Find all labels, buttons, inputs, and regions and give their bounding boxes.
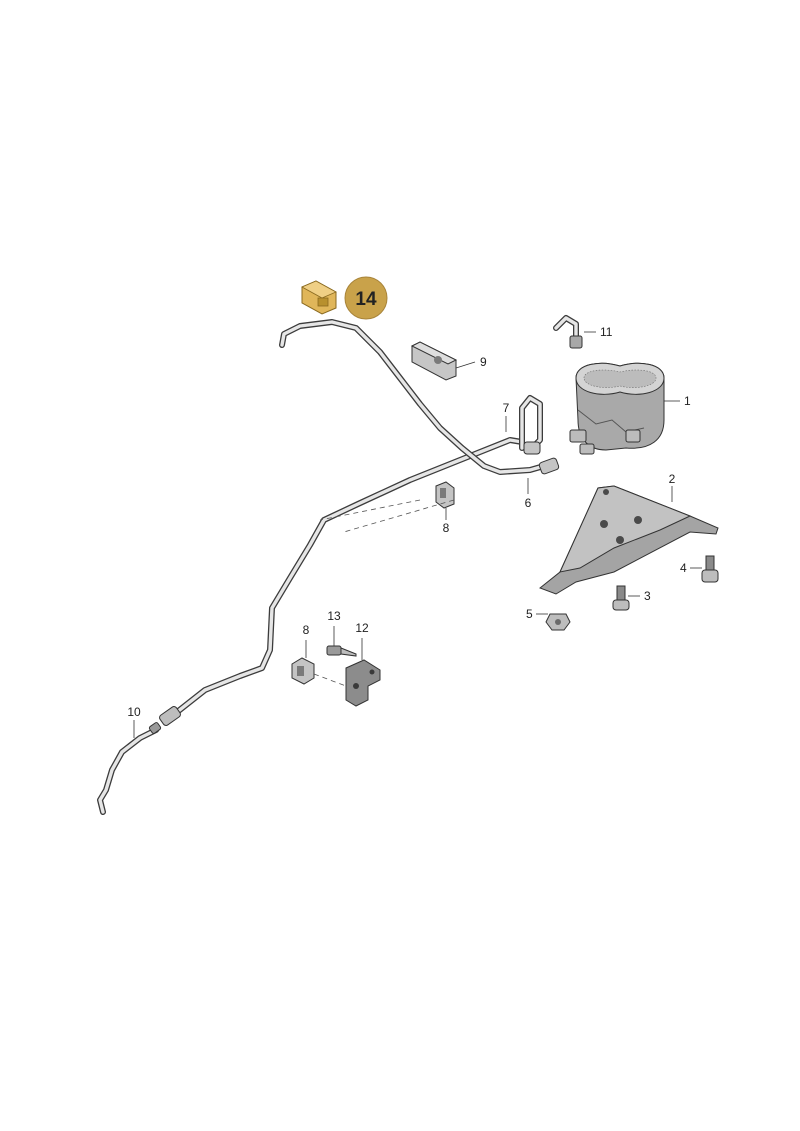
bolt-4 [701, 555, 719, 583]
badge-14-label: 14 [355, 289, 377, 310]
callout-4: 4 [680, 561, 687, 575]
clip-8-upper [435, 481, 455, 509]
callout-13: 13 [327, 609, 341, 623]
callout-12: 12 [355, 621, 369, 635]
callout-3: 3 [644, 589, 651, 603]
callout-8-lower: 8 [303, 623, 310, 637]
bracket-12 [345, 659, 381, 707]
clip-14-highlighted [301, 280, 337, 315]
dash-8-upper-b [343, 499, 455, 533]
callout-5: 5 [526, 607, 533, 621]
callout-11: 11 [600, 325, 613, 339]
vent-fitting-11 [553, 315, 583, 349]
hose-connector-6 [538, 457, 560, 475]
bolt-13 [326, 645, 357, 657]
callout-9: 9 [480, 355, 487, 369]
callout-6: 6 [525, 496, 532, 510]
clip-8-lower [291, 657, 315, 685]
callout-8-upper: 8 [443, 521, 450, 535]
bolt-3 [612, 585, 630, 611]
bracket-9 [410, 341, 458, 381]
fuel-line-main [97, 437, 525, 815]
fuel-line-upper [279, 319, 547, 475]
dash-8-lower [313, 673, 347, 687]
dash-8-upper [319, 499, 421, 521]
mounting-bracket-2 [539, 485, 719, 595]
callout-1: 1 [684, 394, 691, 408]
callout-10: 10 [127, 705, 141, 719]
nut-5 [545, 613, 571, 631]
callout-7: 7 [503, 401, 510, 415]
badge-14: 14 [344, 276, 388, 320]
bent-pipe-7 [519, 395, 543, 455]
hose-connector-10 [148, 706, 181, 734]
leader-9 [455, 361, 476, 369]
charcoal-canister-1 [569, 362, 665, 455]
callout-2: 2 [669, 472, 676, 486]
